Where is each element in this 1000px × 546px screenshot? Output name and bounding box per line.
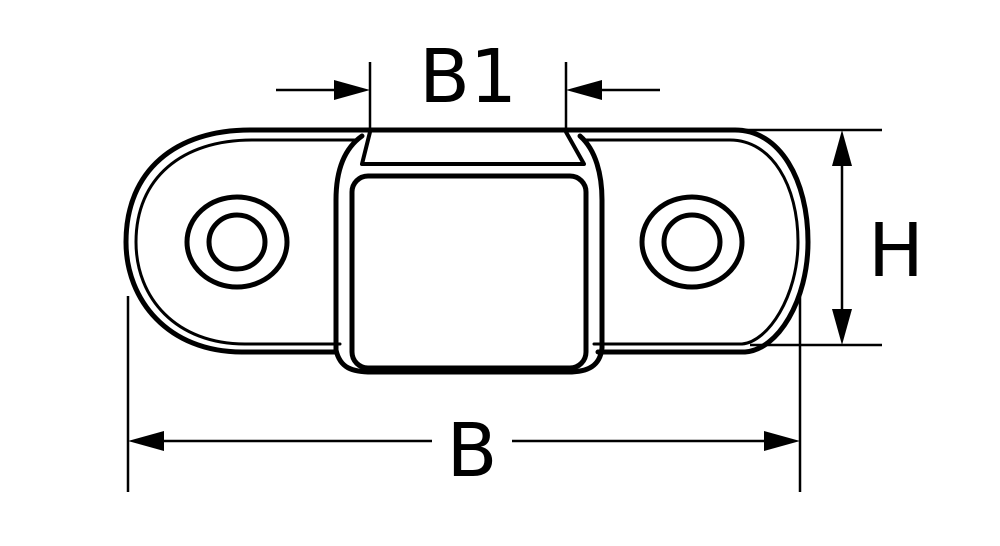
dimension-h: H — [738, 128, 924, 347]
left-hole — [184, 194, 290, 290]
center-block-pad — [349, 173, 589, 371]
b1-label: B1 — [419, 34, 517, 120]
h-arrow-top — [832, 130, 852, 166]
b-arrow-right — [764, 431, 800, 451]
body-outer-outline — [123, 127, 811, 355]
body-inner-bevel — [134, 138, 800, 346]
mounting-holes — [184, 194, 745, 290]
b-label: B — [447, 408, 498, 494]
left-hole-countersink — [184, 194, 290, 290]
left-hole-bore — [206, 212, 268, 272]
dimension-b1: B1 — [276, 34, 660, 132]
center-block-outer — [333, 133, 605, 375]
h-label: H — [868, 208, 924, 294]
dimension-b: B — [126, 296, 802, 494]
center-block — [333, 130, 605, 375]
part-body — [123, 127, 811, 355]
b1-arrow-right — [566, 80, 602, 100]
right-hole-bore — [661, 212, 723, 272]
right-hole — [639, 194, 745, 290]
b1-arrow-left — [334, 80, 370, 100]
h-arrow-bottom — [832, 309, 852, 345]
slot-top-face — [360, 130, 586, 166]
b-arrow-left — [128, 431, 164, 451]
right-hole-countersink — [639, 194, 745, 290]
